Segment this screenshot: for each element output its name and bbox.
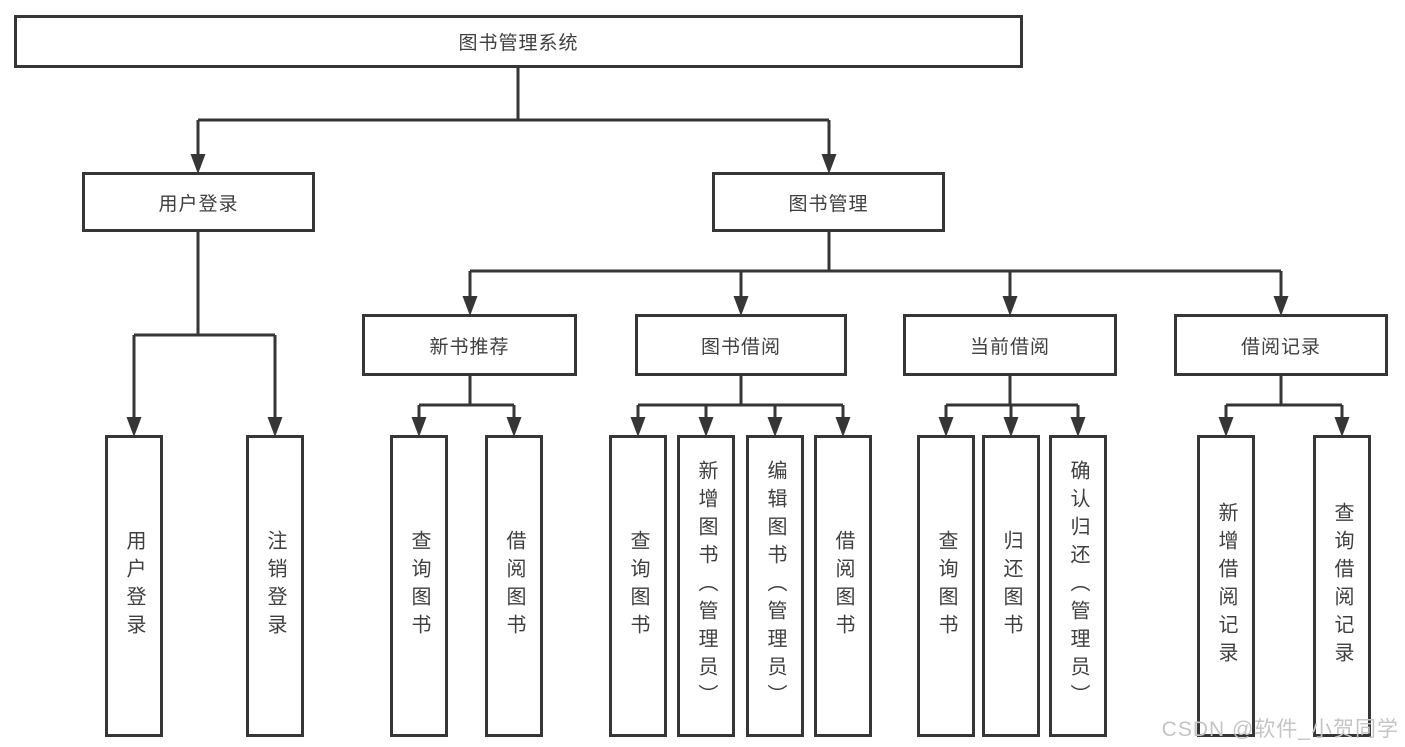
node-label: 新书推荐 <box>429 336 510 358</box>
node-label: 新增借阅记录 <box>1215 502 1237 670</box>
node-label: 编辑图书（管理员） <box>764 460 786 712</box>
node-label: 用户登录 <box>158 193 239 215</box>
arrowhead-icon <box>1218 417 1234 437</box>
leaf-query-books-current: 查询图书 <box>917 435 975 737</box>
node-label: 查询图书 <box>935 530 957 642</box>
arrowhead-icon <box>835 417 851 437</box>
arrowhead-icon <box>1003 417 1019 437</box>
arrowhead-icon <box>462 296 478 316</box>
node-book-management: 图书管理 <box>712 172 945 232</box>
arrowhead-icon <box>506 417 522 437</box>
node-label: 确认归还（管理员） <box>1067 460 1089 712</box>
arrowhead-icon <box>938 417 954 437</box>
arrowhead-icon <box>411 417 427 437</box>
node-label: 归还图书 <box>1000 530 1022 642</box>
node-label: 新增图书（管理员） <box>695 460 717 712</box>
node-label: 图书管理系统 <box>458 33 579 54</box>
arrowhead-icon <box>126 417 142 437</box>
arrowhead-icon <box>733 296 749 316</box>
arrowhead-icon <box>190 154 206 174</box>
arrowhead-icon <box>267 417 283 437</box>
arrowhead-icon <box>1002 296 1018 316</box>
node-label: 查询图书 <box>408 530 430 642</box>
arrowhead-icon <box>1070 417 1086 437</box>
leaf-add-books-admin: 新增图书（管理员） <box>677 435 735 737</box>
leaf-query-books-borrow: 查询图书 <box>609 435 667 737</box>
node-label: 借阅图书 <box>503 530 525 642</box>
node-label: 查询图书 <box>627 530 649 642</box>
arrowhead-icon <box>630 417 646 437</box>
node-label: 用户登录 <box>123 530 145 642</box>
arrowhead-icon <box>767 417 783 437</box>
node-library-management-system: 图书管理系统 <box>14 15 1023 68</box>
node-current-borrowing: 当前借阅 <box>903 314 1117 376</box>
node-borrowing-records: 借阅记录 <box>1174 314 1388 376</box>
leaf-logout: 注销登录 <box>246 435 304 737</box>
node-user-login: 用户登录 <box>82 172 315 232</box>
leaf-borrow-books-recommend: 借阅图书 <box>485 435 543 737</box>
node-label: 查询借阅记录 <box>1331 502 1353 670</box>
node-label: 图书借阅 <box>700 336 781 358</box>
leaf-query-books-recommend: 查询图书 <box>390 435 448 737</box>
leaf-edit-books-admin: 编辑图书（管理员） <box>746 435 804 737</box>
node-label: 当前借阅 <box>969 336 1050 358</box>
node-new-book-recommend: 新书推荐 <box>362 314 577 376</box>
node-label: 注销登录 <box>264 530 286 642</box>
node-label: 借阅图书 <box>832 530 854 642</box>
node-label: 图书管理 <box>788 193 869 215</box>
watermark: CSDN @软件_小贺同学 <box>1161 718 1399 741</box>
arrowhead-icon <box>1334 417 1350 437</box>
node-label: 借阅记录 <box>1240 336 1321 358</box>
leaf-user-login: 用户登录 <box>105 435 163 737</box>
leaf-borrow-books: 借阅图书 <box>814 435 872 737</box>
leaf-return-books: 归还图书 <box>982 435 1040 737</box>
arrowhead-icon <box>821 154 837 174</box>
arrowhead-icon <box>1273 296 1289 316</box>
leaf-add-borrow-record: 新增借阅记录 <box>1197 435 1255 737</box>
leaf-confirm-return-admin: 确认归还（管理员） <box>1049 435 1107 737</box>
arrowhead-icon <box>698 417 714 437</box>
node-book-borrowing: 图书借阅 <box>635 314 847 376</box>
leaf-query-borrow-record: 查询借阅记录 <box>1313 435 1371 737</box>
